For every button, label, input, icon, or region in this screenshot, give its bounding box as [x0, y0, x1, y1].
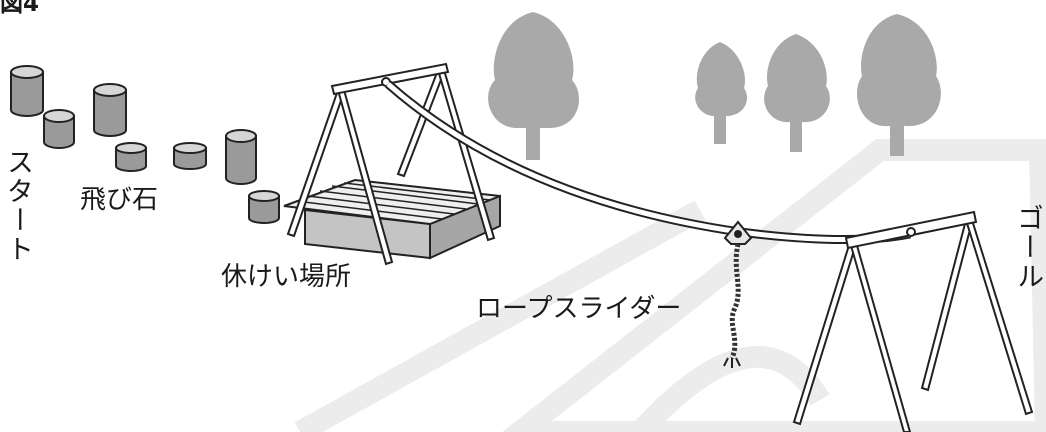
- tree-large-right: [857, 14, 941, 156]
- stone-1: [10, 65, 44, 117]
- stone-3: [93, 83, 127, 137]
- stone-7: [248, 190, 280, 224]
- rest-area-platform: [283, 178, 501, 260]
- goal-label: ゴール: [1012, 204, 1043, 291]
- tree-small: [695, 42, 748, 144]
- tree-medium: [764, 34, 830, 152]
- watermark: [294, 139, 1046, 432]
- rest-area-label: 休けい場所: [221, 262, 352, 292]
- tree-large-left: [488, 12, 580, 160]
- stone-4: [115, 142, 147, 172]
- figure-title: 図4: [0, 0, 40, 17]
- stone-5: [173, 142, 207, 170]
- goal-frame: [792, 210, 1034, 432]
- tree-group: [488, 12, 941, 160]
- rope-slider-seat: [723, 220, 753, 368]
- stepping-stones: [10, 65, 280, 224]
- stone-2: [43, 109, 75, 149]
- stepping-stones-label: 飛び石: [80, 185, 159, 215]
- start-frame: [286, 62, 496, 266]
- rope-slider-label: ロープスライダー: [476, 294, 682, 324]
- stone-6: [225, 129, 257, 185]
- start-label: スタート: [2, 148, 33, 264]
